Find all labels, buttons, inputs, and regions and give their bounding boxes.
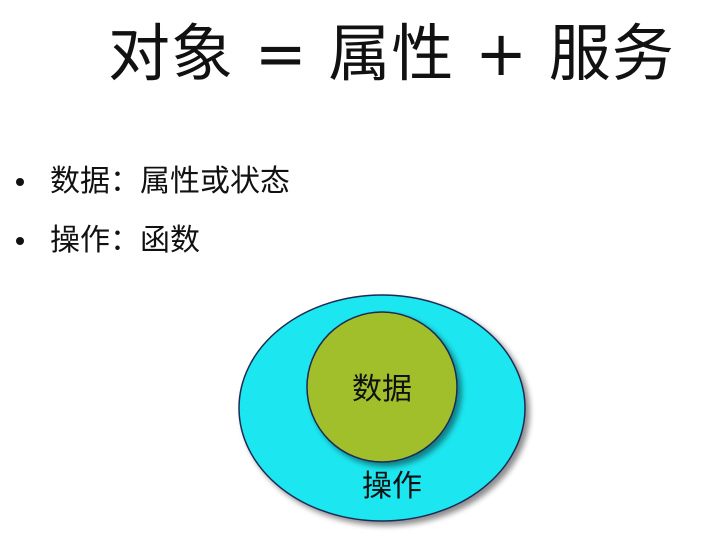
bullet-text: 操作：函数: [50, 223, 200, 258]
operation-ellipse-label: 操作: [362, 469, 422, 504]
data-circle-label: 数据: [352, 372, 412, 407]
bullet-list: 数据：属性或状态 操作：函数: [14, 160, 290, 278]
bullet-item-operation: 操作：函数: [14, 219, 290, 263]
bullet-dot-icon: [16, 237, 24, 245]
data-circle: [306, 311, 458, 463]
bullet-dot-icon: [16, 178, 24, 186]
slide-title: 对象 = 属性 + 服务: [108, 17, 675, 90]
bullet-item-data: 数据：属性或状态: [14, 160, 290, 204]
object-diagram: 数据 操作: [238, 294, 526, 522]
bullet-text: 数据：属性或状态: [50, 164, 290, 199]
